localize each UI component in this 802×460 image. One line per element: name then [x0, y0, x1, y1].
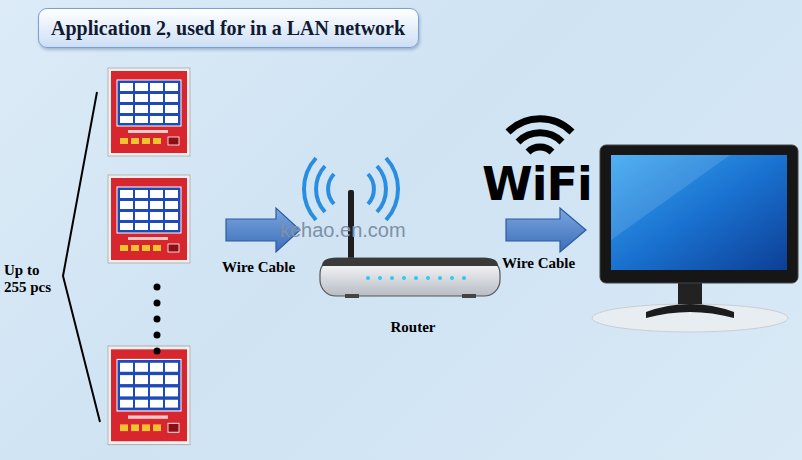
title-box: Application 2, used for in a LAN network — [38, 8, 419, 48]
router-node: Router — [318, 190, 508, 336]
cable-label: Wire Cable — [502, 255, 575, 272]
count-note: Up to 255 pcs — [4, 262, 62, 297]
block-arrow — [506, 208, 586, 252]
title: Application 2, used for in a LAN network — [51, 17, 405, 40]
device-panel — [108, 175, 190, 263]
cable-label: Wire Cable — [222, 259, 295, 276]
node-label: Router — [318, 319, 508, 336]
ellipsis-dots — [154, 284, 161, 355]
wifi-waves — [508, 119, 572, 152]
monitor-illustration — [592, 145, 798, 332]
watermark: kehao.en.com — [280, 219, 406, 242]
wifi-logo: WiFi — [482, 158, 592, 211]
bracket — [63, 92, 100, 422]
device-panel — [108, 68, 190, 156]
device-panel — [108, 346, 190, 445]
